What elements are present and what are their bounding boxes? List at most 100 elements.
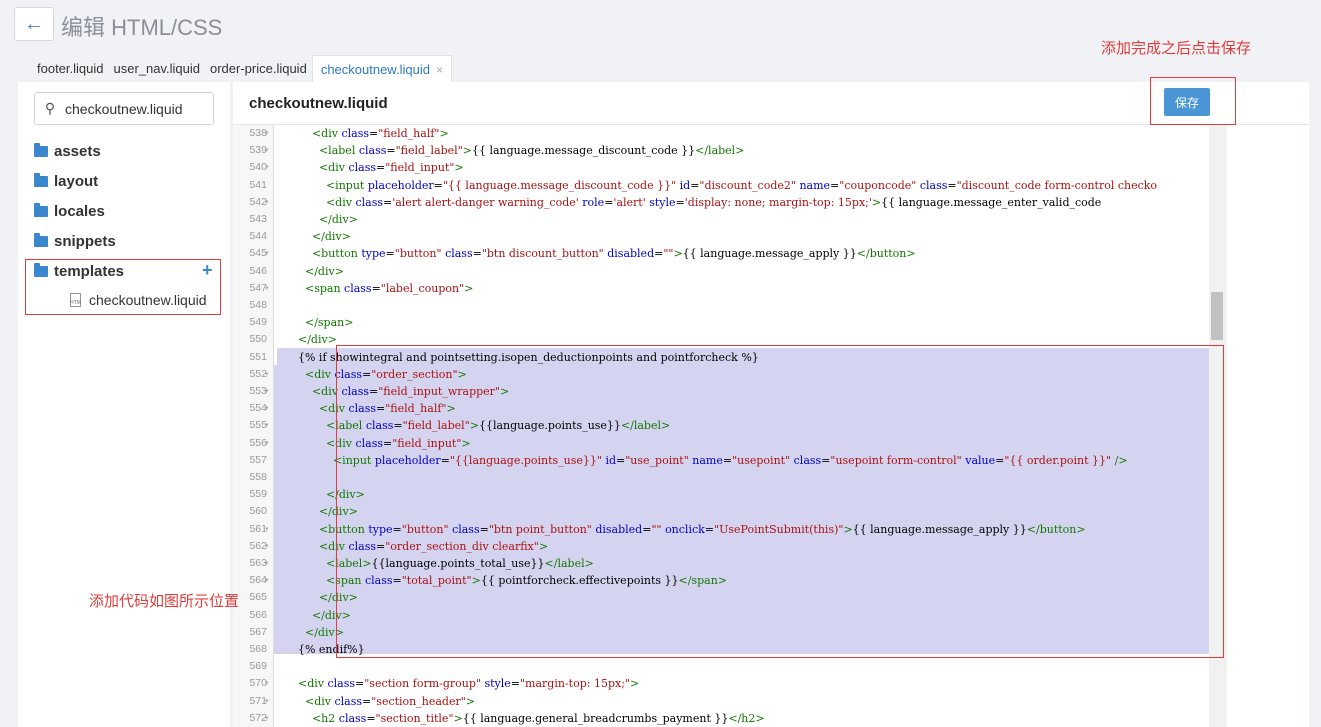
code-line[interactable]: 551 {% if showintegral and pointsetting.… <box>233 349 1209 366</box>
code-line[interactable]: 559 </div> <box>233 486 1209 503</box>
fold-arrow-icon[interactable]: ▾ <box>265 679 269 688</box>
fold-arrow-icon[interactable]: ▾ <box>265 404 269 413</box>
add-file-icon[interactable]: + <box>202 260 213 280</box>
code-text: <div class="order_section"> <box>304 367 467 381</box>
code-line[interactable]: 548 <box>233 297 1209 314</box>
code-line[interactable]: 569 <box>233 658 1209 675</box>
line-number: 551 <box>249 350 267 363</box>
code-line[interactable]: 556▾ <div class="field_input"> <box>233 435 1209 452</box>
code-line[interactable]: 571▾ <div class="section_header"> <box>233 693 1209 710</box>
back-button[interactable]: ← <box>14 7 54 41</box>
code-line[interactable]: 555▾ <label class="field_label">{{langua… <box>233 417 1209 434</box>
tab-user-nav[interactable]: user_nav.liquid <box>113 61 200 76</box>
code-line[interactable]: 547▾ <span class="label_coupon"> <box>233 280 1209 297</box>
line-number: 556 <box>249 436 267 449</box>
line-number: 571 <box>249 694 267 707</box>
fold-arrow-icon[interactable]: ▾ <box>265 713 269 722</box>
code-text: <div class="section form-group" style="m… <box>297 677 640 691</box>
tab-checkoutnew[interactable]: checkoutnew.liquid× <box>311 55 452 82</box>
code-line[interactable]: 558 <box>233 469 1209 486</box>
line-number: 546 <box>249 264 267 277</box>
fold-arrow-icon[interactable]: ▾ <box>265 696 269 705</box>
code-text: {% if showintegral and pointsetting.isop… <box>277 350 759 364</box>
code-line[interactable]: 563▾ <label>{{language.points_total_use}… <box>233 555 1209 572</box>
folder-locales[interactable]: locales <box>34 201 105 221</box>
folder-snippets[interactable]: snippets <box>34 231 116 251</box>
code-line[interactable]: 567 </div> <box>233 624 1209 641</box>
code-line[interactable]: 543 </div> <box>233 211 1209 228</box>
line-number: 561 <box>249 522 267 535</box>
fold-arrow-icon[interactable]: ▾ <box>265 163 269 172</box>
arrow-left-icon: ← <box>24 12 44 35</box>
code-text: <label class="field_label">{{ language.m… <box>318 144 745 158</box>
fold-arrow-icon[interactable]: ▾ <box>265 146 269 155</box>
fold-arrow-icon[interactable]: ▾ <box>265 524 269 533</box>
html-file-icon: HTM <box>70 293 81 307</box>
code-line[interactable]: 565 </div> <box>233 589 1209 606</box>
fold-arrow-icon[interactable]: ▾ <box>265 387 269 395</box>
code-line[interactable]: 553▾ <div class="field_input_wrapper"> <box>233 383 1209 400</box>
file-search-input[interactable]: ⚲ checkoutnew.liquid <box>34 92 214 125</box>
code-line[interactable]: 572▾ <h2 class="section_title">{{ langua… <box>233 710 1209 727</box>
code-line[interactable]: 560 </div> <box>233 503 1209 520</box>
line-number: 547 <box>249 281 267 294</box>
scrollbar[interactable] <box>1209 125 1227 727</box>
code-line[interactable]: 557 <input placeholder="{{language.point… <box>233 452 1209 469</box>
code-line[interactable]: 539▾ <label class="field_label">{{ langu… <box>233 142 1209 159</box>
fold-arrow-icon[interactable]: ▾ <box>265 541 269 550</box>
code-line[interactable]: 550 </div> <box>233 331 1209 348</box>
folder-layout[interactable]: layout <box>34 171 98 191</box>
fold-arrow-icon[interactable]: ▾ <box>265 576 269 585</box>
fold-arrow-icon[interactable]: ▾ <box>265 197 269 206</box>
folder-templates[interactable]: templates <box>34 261 124 281</box>
code-content[interactable]: 538▾ <div class="field_half">539▾ <label… <box>233 125 1209 727</box>
fold-arrow-icon[interactable]: ▾ <box>265 249 269 258</box>
code-text: <label>{{language.points_total_use}}</la… <box>325 557 594 570</box>
code-line[interactable]: 541 <input placeholder="{{ language.mess… <box>233 177 1209 194</box>
code-text: </div> <box>318 591 358 605</box>
code-line[interactable]: 544 </div> <box>233 228 1209 245</box>
line-number: 542 <box>249 195 267 208</box>
code-line[interactable]: 564▾ <span class="total_point">{{ pointf… <box>233 572 1209 589</box>
line-number: 552 <box>249 367 267 380</box>
code-line[interactable]: 549 </span> <box>233 314 1209 331</box>
fold-arrow-icon[interactable]: ▾ <box>265 369 269 378</box>
code-line[interactable]: 542▾ <div class='alert alert-danger warn… <box>233 194 1209 211</box>
code-line[interactable]: 540▾ <div class="field_input"> <box>233 159 1209 176</box>
fold-arrow-icon[interactable]: ▾ <box>265 283 269 292</box>
fold-arrow-icon[interactable]: ▾ <box>265 129 269 137</box>
close-icon[interactable]: × <box>435 63 443 77</box>
code-line[interactable]: 570▾ <div class="section form-group" sty… <box>233 675 1209 692</box>
scrollbar-thumb[interactable] <box>1211 292 1223 340</box>
save-button[interactable]: 保存 <box>1164 88 1210 116</box>
file-tabs: footer.liquid user_nav.liquid order-pric… <box>32 55 452 82</box>
fold-arrow-icon[interactable]: ▾ <box>265 559 269 567</box>
line-number: 569 <box>249 660 267 673</box>
editor-filename: checkoutnew.liquid <box>233 82 1309 125</box>
tab-footer[interactable]: footer.liquid <box>37 61 104 76</box>
code-line[interactable]: 538▾ <div class="field_half"> <box>233 125 1209 142</box>
code-line[interactable]: 552▾ <div class="order_section"> <box>233 366 1209 383</box>
fold-arrow-icon[interactable]: ▾ <box>265 421 269 430</box>
line-number: 570 <box>249 677 267 690</box>
code-line[interactable]: 545▾ <button type="button" class="btn di… <box>233 245 1209 262</box>
code-highlight-box <box>336 345 1224 658</box>
code-text: </div> <box>304 625 344 639</box>
code-line[interactable]: 546 </div> <box>233 263 1209 280</box>
code-line[interactable]: 554▾ <div class="field_half"> <box>233 400 1209 417</box>
code-line[interactable]: 561▾ <button type="button" class="btn po… <box>233 521 1209 538</box>
file-checkoutnew[interactable]: HTM checkoutnew.liquid <box>70 292 207 308</box>
code-line[interactable]: 562▾ <div class="order_section_div clear… <box>233 538 1209 555</box>
tab-order-price[interactable]: order-price.liquid <box>209 61 307 76</box>
code-text: <label class="field_label">{{language.po… <box>325 419 671 433</box>
fold-arrow-icon[interactable]: ▾ <box>265 438 269 447</box>
line-number: 562 <box>249 539 267 552</box>
code-line[interactable]: 566 </div> <box>233 607 1209 624</box>
folder-icon <box>34 142 48 157</box>
line-number: 566 <box>249 608 267 621</box>
folder-assets[interactable]: assets <box>34 141 101 161</box>
code-hint-annotation: 添加代码如图所示位置 <box>89 592 240 610</box>
code-line[interactable]: 568 {% endif%} <box>233 641 1209 658</box>
line-number: 560 <box>249 505 267 518</box>
line-number: 538 <box>249 127 267 139</box>
